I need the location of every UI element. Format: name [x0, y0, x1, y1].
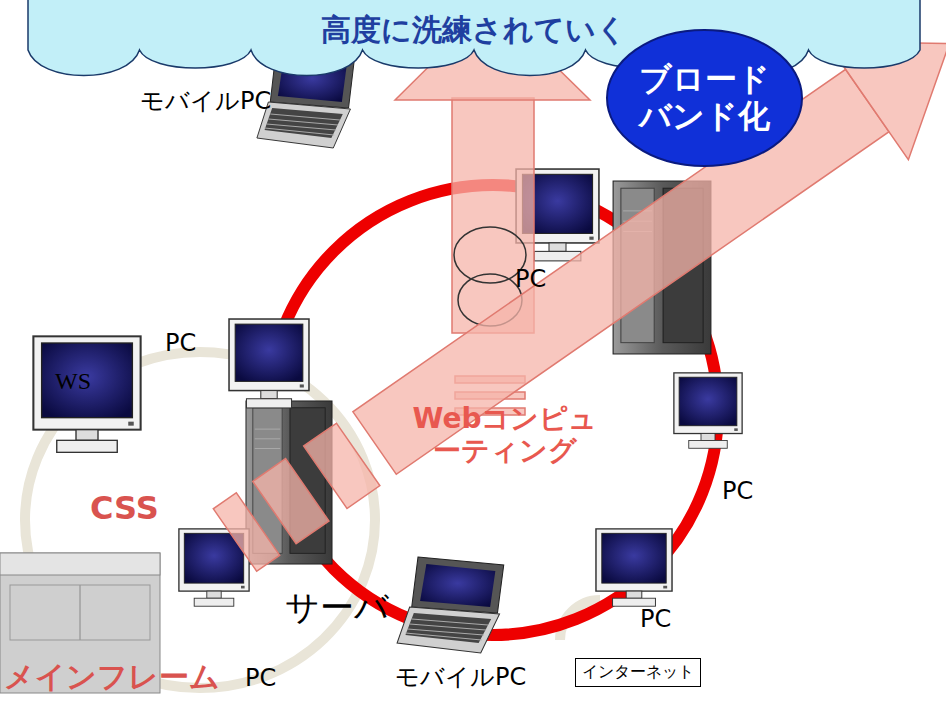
internet-box: インターネット — [575, 658, 701, 687]
concept-label: メインフレーム — [4, 660, 220, 695]
device-label: PC — [165, 330, 196, 358]
concept-label: CSS — [90, 490, 159, 527]
node-text: ブロードバンド化 — [635, 61, 775, 135]
node-text: インターネット — [582, 662, 694, 683]
device-label: モバイルPC — [140, 88, 271, 116]
device-label: モバイルPC — [395, 664, 526, 692]
device-label: PC — [515, 266, 546, 294]
device-label: PC — [245, 665, 276, 693]
node-text: 高度に洗練されていく — [321, 10, 627, 51]
device-label: PC — [640, 606, 671, 634]
concept-label: Webコンピューティング — [405, 403, 605, 467]
broadband-ellipse: ブロードバンド化 — [605, 28, 804, 168]
device-label: WS — [55, 368, 91, 396]
device-label: PC — [722, 478, 753, 506]
device-label: サーバ — [285, 588, 389, 627]
